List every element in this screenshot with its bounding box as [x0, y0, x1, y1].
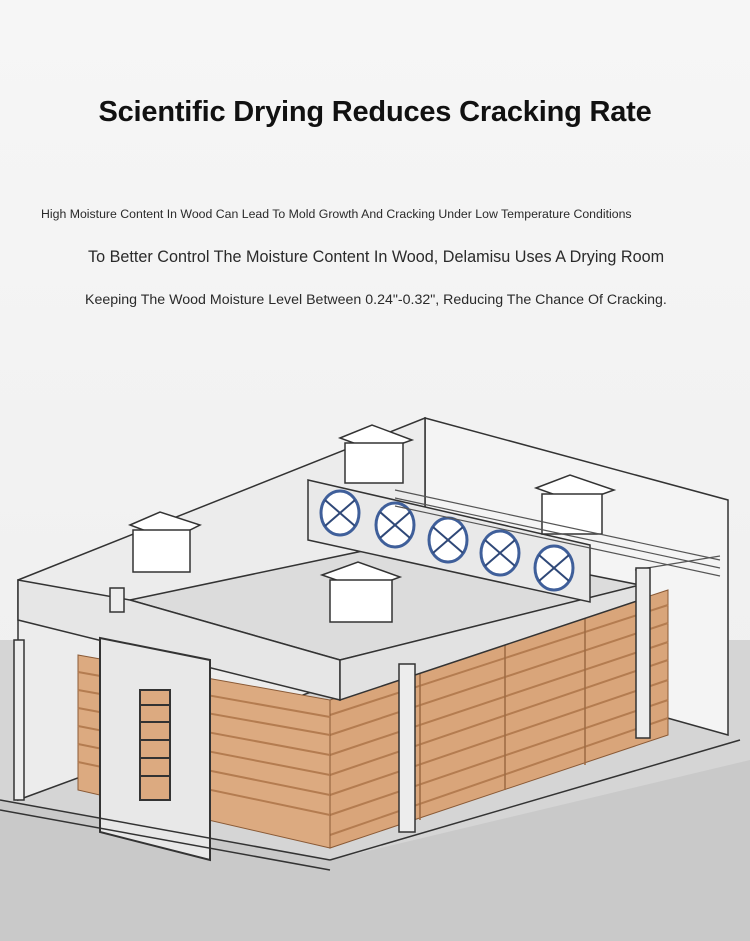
drying-room-illustration [0, 416, 750, 941]
base-rails [0, 739, 741, 871]
page-title: Scientific Drying Reduces Cracking Rate [98, 96, 652, 128]
roof-vent-icon [127, 424, 617, 623]
description-line-1: High Moisture Content In Wood Can Lead T… [41, 207, 632, 221]
door-icon [99, 636, 211, 862]
description-line-3: Keeping The Wood Moisture Level Between … [85, 292, 667, 308]
posts [13, 567, 651, 833]
description-line-2: To Better Control The Moisture Content I… [88, 248, 665, 266]
floor-shadow [0, 760, 750, 941]
